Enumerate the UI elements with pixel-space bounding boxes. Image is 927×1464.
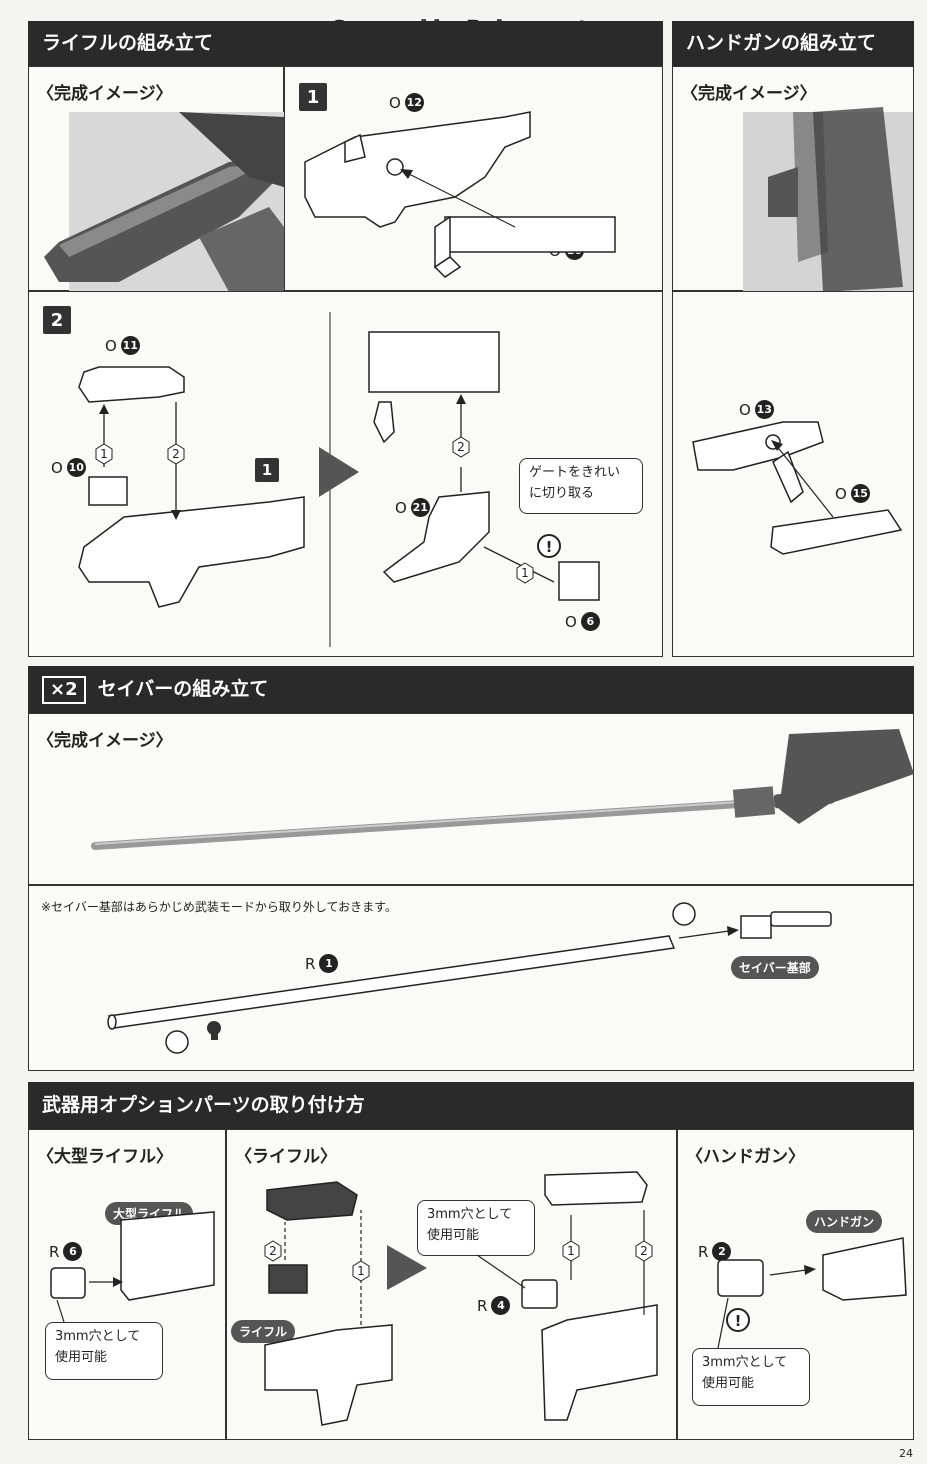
handgun-assembly-diagram — [692, 421, 903, 555]
gate-cut-callout: ゲートをきれい に切り取る — [519, 458, 643, 514]
svg-text:!: ! — [735, 1312, 742, 1330]
arrow-step-label: 1 — [357, 1264, 365, 1278]
handgun-option-label: ハンドガン — [806, 1210, 883, 1233]
handgun-finished-photo — [743, 107, 913, 292]
rifle-step1-panel: 1 O12 O16 — [284, 66, 663, 291]
rifle-section-title: ライフルの組み立て — [42, 32, 214, 54]
saber-note: ※セイバー基部はあらかじめ武装モードから取り外しておきます。 — [41, 900, 397, 914]
rifle-option-label: ライフル — [231, 1320, 296, 1343]
large-rifle-caption: 〈大型ライフル〉 — [37, 1147, 173, 1167]
saber-assembly-diagram — [107, 902, 832, 1054]
svg-text:!: ! — [546, 538, 553, 556]
handgun-option-diagram: ! — [717, 1237, 907, 1349]
arrow-step-label: 1 — [100, 447, 108, 461]
handgun-section-title: ハンドガンの組み立て — [686, 32, 877, 54]
arrow-step-label: 2 — [457, 440, 465, 454]
arrow-step-label: 1 — [567, 1244, 575, 1258]
rifle-finished-photo — [44, 112, 284, 292]
handgun-image-caption: 〈完成イメージ〉 — [681, 84, 817, 104]
rifle-finished-image-panel: 〈完成イメージ〉 — [28, 66, 284, 292]
arrow-step-label: 2 — [269, 1244, 277, 1258]
arrow-step-label: 1 — [521, 566, 529, 580]
rifle-3mm-callout: 3mm穴として 使用可能 — [417, 1200, 535, 1256]
step1-number: 1 — [299, 83, 327, 111]
rifle-option-caption: 〈ライフル〉 — [235, 1147, 337, 1167]
rifle-step2-diagram: ! 1 2 2 1 — [78, 312, 600, 647]
step1-ref-badge: 1 — [255, 458, 279, 482]
large-rifle-option-diagram — [50, 1211, 215, 1323]
arrow-step-label: 2 — [640, 1244, 648, 1258]
saber-section-title: セイバーの組み立て — [97, 678, 269, 700]
rifle-section-header: ライフルの組み立て — [28, 21, 663, 66]
saber-image-caption: 〈完成イメージ〉 — [37, 731, 173, 751]
handgun-option-caption: 〈ハンドガン〉 — [686, 1147, 805, 1167]
rifle-option-diagram: 2 1 1 2 — [264, 1171, 658, 1426]
saber-base-label: セイバー基部 — [731, 956, 819, 979]
page-number: 24 — [899, 1447, 913, 1460]
handgun-section-header: ハンドガンの組み立て — [672, 21, 914, 66]
options-section-header: 武器用オプションパーツの取り付け方 — [28, 1082, 914, 1129]
saber-finished-photo — [91, 729, 914, 850]
saber-section-header: ×2 セイバーの組み立て — [28, 666, 914, 713]
saber-finished-image-panel: 〈完成イメージ〉 — [28, 713, 914, 885]
options-section-title: 武器用オプションパーツの取り付け方 — [42, 1094, 365, 1116]
handgun-3mm-callout: 3mm穴として 使用可能 — [692, 1348, 810, 1406]
step2-number: 2 — [43, 306, 71, 334]
arrow-step-label: 2 — [172, 447, 180, 461]
rifle-step1-diagram — [304, 111, 616, 278]
handgun-finished-image-panel: 〈完成イメージ〉 — [672, 66, 914, 292]
quantity-x2-badge: ×2 — [42, 675, 86, 704]
rifle-image-caption: 〈完成イメージ〉 — [37, 84, 173, 104]
large-rifle-3mm-callout: 3mm穴として 使用可能 — [45, 1322, 163, 1380]
